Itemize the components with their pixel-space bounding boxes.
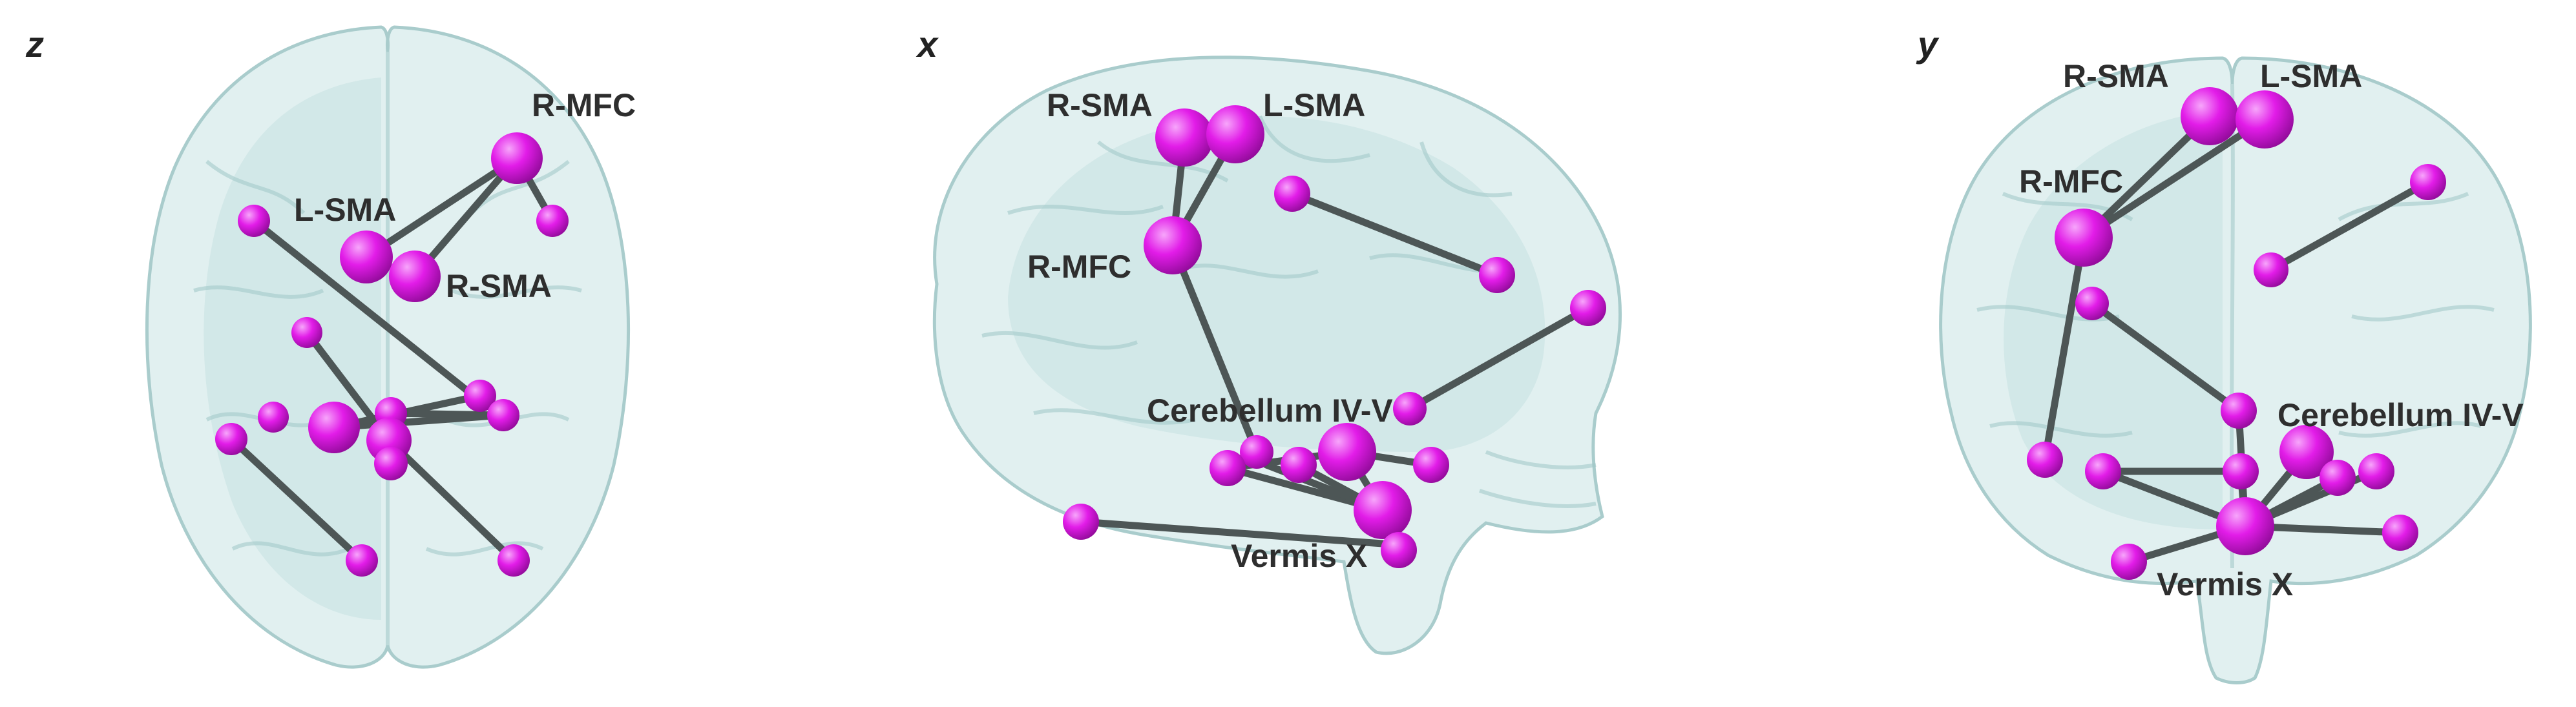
node-vermis-x <box>1381 532 1417 568</box>
node <box>1354 481 1412 539</box>
node-l-sma <box>2236 90 2294 149</box>
edge <box>2080 116 2268 241</box>
node <box>291 317 322 348</box>
panel-sagittal: x <box>916 24 1622 655</box>
edge <box>385 409 507 419</box>
label-r-mfc: R-MFC <box>2019 163 2123 200</box>
edge <box>2267 178 2432 274</box>
node <box>308 402 360 453</box>
panel-coronal: y <box>1916 24 2532 684</box>
node <box>215 423 247 455</box>
node <box>2085 453 2121 489</box>
edge <box>1288 190 1501 279</box>
node <box>346 544 378 577</box>
node <box>1209 450 1246 486</box>
label-l-sma: L-SMA <box>294 192 396 228</box>
panel-letter-x: x <box>916 24 939 65</box>
node <box>1479 257 1515 293</box>
node-l-sma <box>340 231 393 283</box>
node-r-sma <box>1155 108 1213 167</box>
panel-letter-y: y <box>1916 24 1940 65</box>
node <box>1281 447 1317 483</box>
nodes-axial <box>215 132 569 577</box>
node <box>2221 393 2257 429</box>
node <box>374 447 408 480</box>
label-vermis-x: Vermis X <box>1231 538 1367 574</box>
node-r-mfc <box>2055 209 2113 267</box>
node <box>2075 287 2109 320</box>
node <box>238 205 270 237</box>
node-r-mfc <box>491 132 543 184</box>
edge <box>2041 234 2088 464</box>
node <box>2319 460 2356 496</box>
node <box>2382 515 2418 551</box>
label-r-sma: R-SMA <box>446 268 552 304</box>
node-cerebellum-iv-v <box>2279 425 2334 479</box>
nodes-sagittal <box>1063 105 1606 568</box>
label-cerebellum-iv-v: Cerebellum IV-V <box>1147 393 1393 429</box>
edge <box>362 154 521 261</box>
node-cerebellum-iv-v <box>1318 423 1376 481</box>
node <box>2223 453 2259 489</box>
node <box>1240 435 1273 469</box>
edge <box>250 217 487 407</box>
edge <box>411 154 521 280</box>
label-l-sma: L-SMA <box>2260 58 2362 94</box>
node <box>464 380 496 412</box>
nodes-coronal <box>2027 87 2446 580</box>
edge <box>227 435 366 564</box>
node <box>2358 453 2394 489</box>
label-r-mfc: R-MFC <box>532 87 636 123</box>
label-cerebellum-iv-v: Cerebellum IV-V <box>2278 397 2524 433</box>
edge <box>2088 300 2243 415</box>
edge <box>1406 304 1592 413</box>
label-r-sma: R-SMA <box>1047 87 1153 123</box>
node-r-sma <box>2181 87 2239 145</box>
label-r-mfc: R-MFC <box>1027 249 1131 285</box>
edge <box>2080 112 2214 241</box>
node <box>487 399 519 431</box>
edge <box>1169 241 1261 456</box>
node <box>497 544 530 577</box>
node <box>2027 442 2063 478</box>
node <box>1274 176 1310 212</box>
node <box>2216 497 2274 555</box>
node <box>2410 164 2446 200</box>
node <box>1063 504 1099 540</box>
node <box>1413 447 1449 483</box>
node <box>2254 252 2288 287</box>
node-l-sma <box>1206 105 1264 163</box>
node <box>258 402 289 433</box>
node-r-mfc <box>1144 216 1202 274</box>
panel-axial: z <box>25 24 636 669</box>
edge <box>1077 518 1387 548</box>
node <box>1570 290 1606 326</box>
node <box>1393 392 1427 425</box>
edge <box>385 436 518 564</box>
label-r-sma: R-SMA <box>2063 58 2169 94</box>
node-r-sma <box>389 251 441 302</box>
node-vermis-x <box>2111 544 2147 580</box>
brain-outline-sagittal <box>932 56 1622 655</box>
label-vermis-x: Vermis X <box>2157 566 2293 602</box>
panel-letter-z: z <box>25 24 44 65</box>
node <box>536 205 569 237</box>
label-l-sma: L-SMA <box>1263 87 1365 123</box>
